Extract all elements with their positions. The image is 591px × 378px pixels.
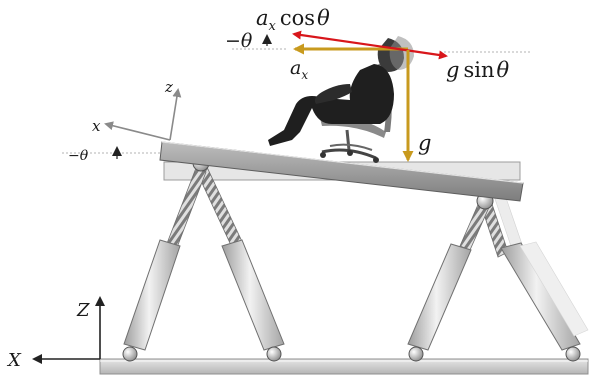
actuator-right-2 (500, 242, 581, 351)
platform-axes (104, 88, 182, 141)
platform-z-axis (169, 88, 182, 141)
force-vectors (292, 30, 448, 162)
label-platform-x: x (92, 117, 101, 135)
actuator-left-2 (221, 239, 285, 351)
base-joint (408, 346, 424, 362)
reference-lines (62, 48, 530, 154)
label-platform-z: z (164, 78, 173, 96)
tilted-platform (159, 141, 524, 202)
seated-person (268, 36, 414, 163)
label-neg-theta-platform: −θ (68, 148, 89, 164)
label-ground-X: X (6, 350, 22, 371)
label-g: g (418, 131, 431, 155)
base-joint (266, 346, 282, 362)
actuator-left-1 (123, 239, 181, 351)
g-sin-vector (404, 48, 448, 60)
platform-x-axis (104, 121, 171, 141)
base-plate (99, 358, 589, 375)
label-ax: ax (290, 57, 308, 82)
base-joint (565, 346, 581, 362)
label-ground-Z: Z (76, 300, 90, 321)
actuator-ghost (519, 241, 589, 337)
ax-cos-vector (292, 30, 406, 52)
label-neg-theta-top: −θ (225, 30, 253, 52)
actuator-right-1 (407, 243, 472, 351)
base-joint (122, 346, 138, 362)
ground-axes (32, 296, 105, 364)
